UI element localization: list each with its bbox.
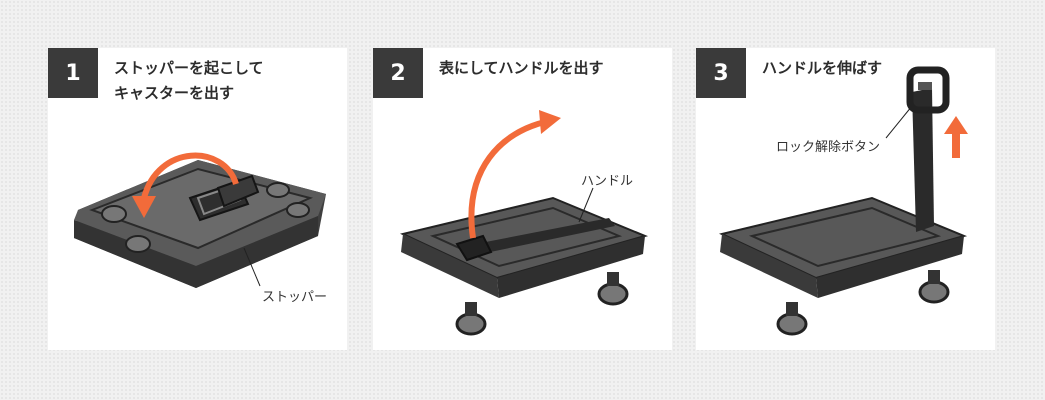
step-title: 表にしてハンドルを出す <box>439 56 604 81</box>
cart-handle-extended-illustration <box>718 66 968 336</box>
step-3-panel: 3 ハンドルを伸ばす ロック解除ボタン <box>696 48 995 350</box>
step-title-line: ストッパーを起こして <box>114 59 264 77</box>
step-number: 3 <box>696 48 746 98</box>
callout-label-lock-release-button: ロック解除ボタン <box>776 140 881 155</box>
curved-arrow-icon <box>468 119 546 239</box>
up-arrow-icon <box>944 116 968 158</box>
callout-label-stopper: ストッパー <box>262 290 328 305</box>
step-number: 1 <box>48 48 98 98</box>
step-title: ストッパーを起こして キャスターを出す <box>114 56 264 106</box>
step-title-line: ハンドルを伸ばす <box>762 59 883 77</box>
cart-top-illustration <box>399 110 649 336</box>
step-2-panel: 2 表にしてハンドルを出す ハンドル <box>373 48 672 350</box>
step-title-line: キャスターを出す <box>114 84 235 102</box>
step-number: 2 <box>373 48 423 98</box>
step-title-line: 表にしてハンドルを出す <box>439 59 604 77</box>
step-1-panel: 1 ストッパーを起こして キャスターを出す ストッパー <box>48 48 347 350</box>
step-title: ハンドルを伸ばす <box>762 56 882 81</box>
curved-arrow-icon <box>141 152 239 199</box>
callout-label-handle: ハンドル <box>581 174 634 189</box>
cart-underside-illustration <box>74 152 326 288</box>
